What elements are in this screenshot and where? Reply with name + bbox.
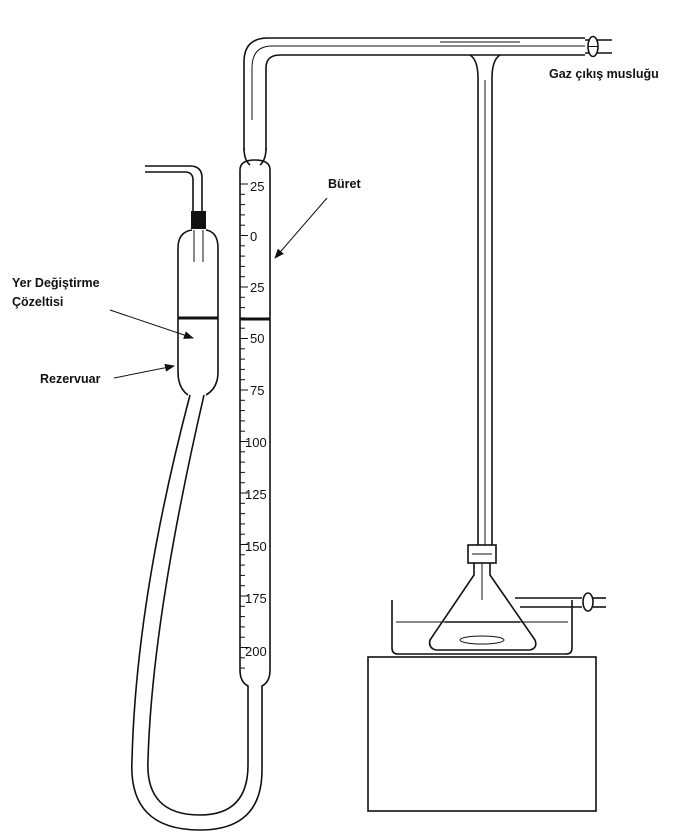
scale-label-25: 25 <box>250 280 264 295</box>
scale-label-125: 125 <box>245 487 267 502</box>
support-block <box>367 656 597 812</box>
leveling-reservoir <box>145 165 219 396</box>
scale-label-50: 50 <box>250 331 264 346</box>
vertical-connecting-tube <box>469 54 501 545</box>
burette <box>239 147 271 695</box>
reservoir-label: Rezervuar <box>40 372 101 386</box>
u-tube-connector <box>131 394 263 831</box>
label-gas-valve: Gaz çıkış musluğu <box>549 67 659 81</box>
erlenmeyer-flask <box>428 544 606 651</box>
label-burette: Büret <box>274 177 361 259</box>
burette-tick-marks <box>240 183 248 669</box>
burette-scale-labels: 25 0 25 50 75 100 125 150 175 200 <box>245 179 267 659</box>
scale-label-200: 200 <box>245 644 267 659</box>
water-bath <box>391 600 573 655</box>
gas-outlet-stopcock <box>585 35 612 58</box>
solution-label-line1: Yer Değiştirme <box>12 276 100 290</box>
gas-valve-label: Gaz çıkış musluğu <box>549 67 659 81</box>
scale-label-175: 175 <box>245 591 267 606</box>
solution-label-line2: Çözeltisi <box>12 295 63 309</box>
scale-label-100: 100 <box>245 435 267 450</box>
scale-label-150: 150 <box>245 539 267 554</box>
scale-label-25-top: 25 <box>250 179 264 194</box>
label-displacement-solution: Yer Değiştirme Çözeltisi <box>12 276 194 339</box>
label-reservoir: Rezervuar <box>40 363 175 386</box>
reservoir-stopper <box>191 211 206 229</box>
scale-label-75: 75 <box>250 383 264 398</box>
top-delivery-tube <box>243 37 585 150</box>
burette-label: Büret <box>328 177 361 191</box>
scale-label-0: 0 <box>250 229 257 244</box>
